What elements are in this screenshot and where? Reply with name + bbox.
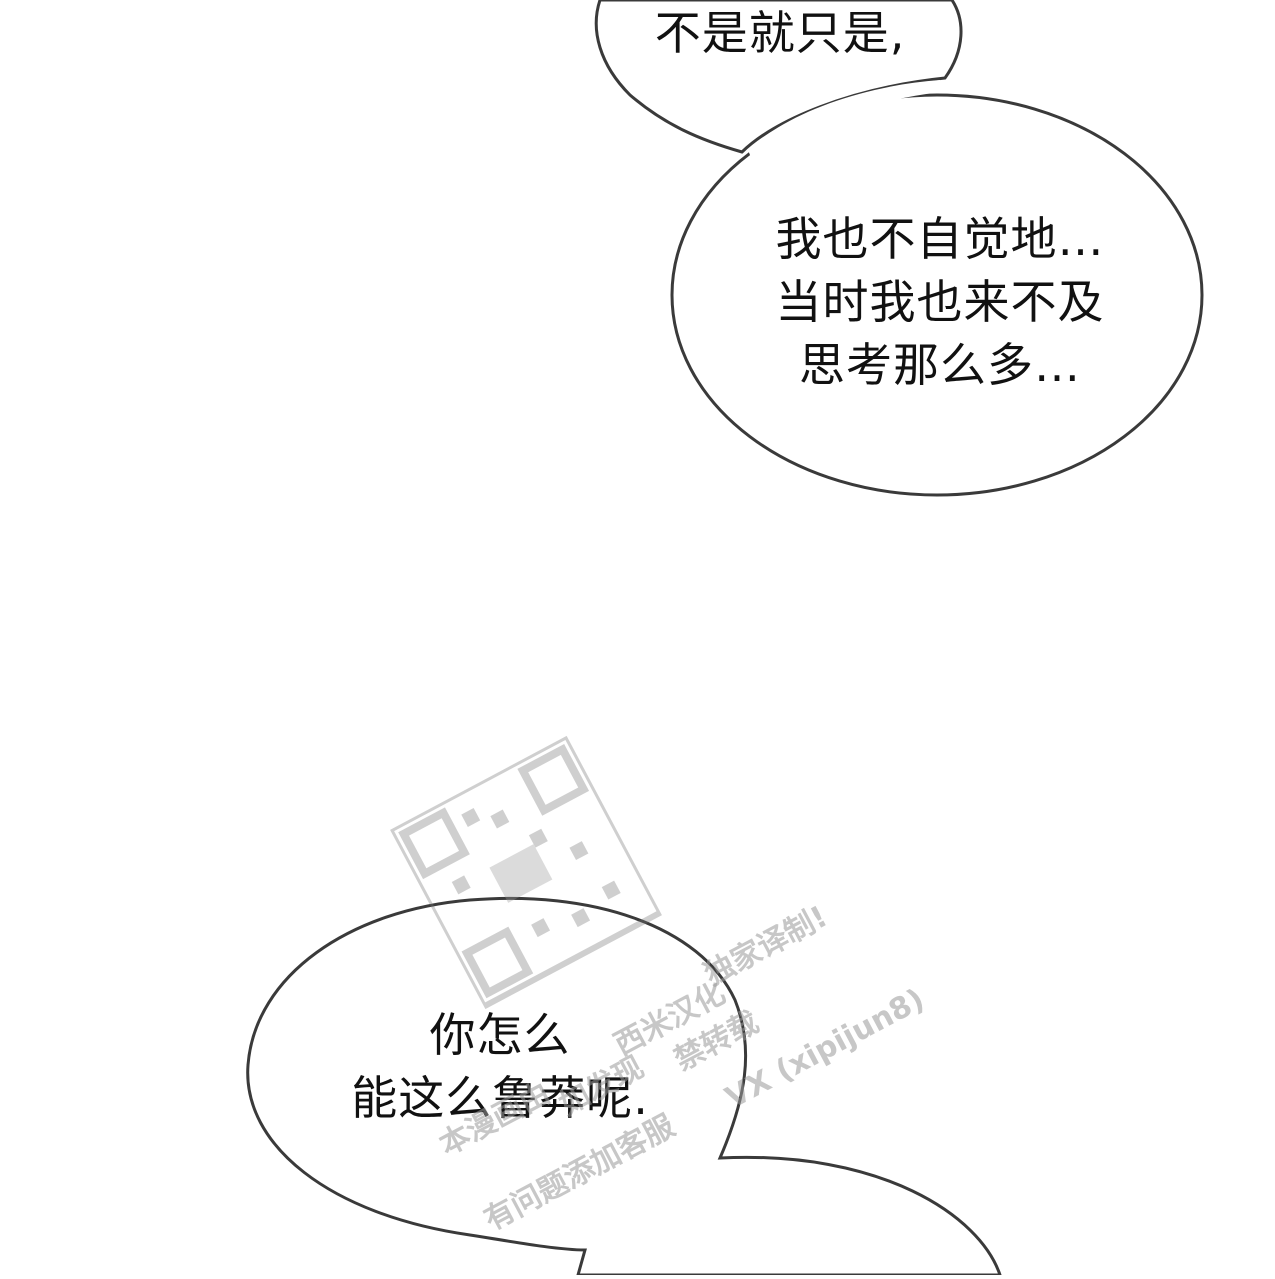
bubble-3-text: 你怎么 能这么鲁莽呢. — [300, 1004, 700, 1130]
speech-bubble-1 — [594, 0, 963, 154]
bubble-2-line: 我也不自觉地… — [775, 212, 1105, 266]
bubble-1-text: 不是就只是, — [600, 2, 960, 65]
speech-bubble-2 — [670, 93, 1204, 497]
bubble-2-text: 我也不自觉地… 当时我也来不及 思考那么多… — [720, 208, 1160, 397]
speech-bubble-3 — [246, 896, 1003, 1277]
bubble-3-line: 你怎么 — [429, 1008, 571, 1062]
bubble-3-line: 能这么鲁莽呢. — [351, 1071, 649, 1125]
bubble-2-line: 当时我也来不及 — [775, 275, 1105, 329]
bubble-2-line: 思考那么多… — [799, 338, 1081, 392]
bubble-1-line: 不是就只是, — [654, 6, 906, 60]
